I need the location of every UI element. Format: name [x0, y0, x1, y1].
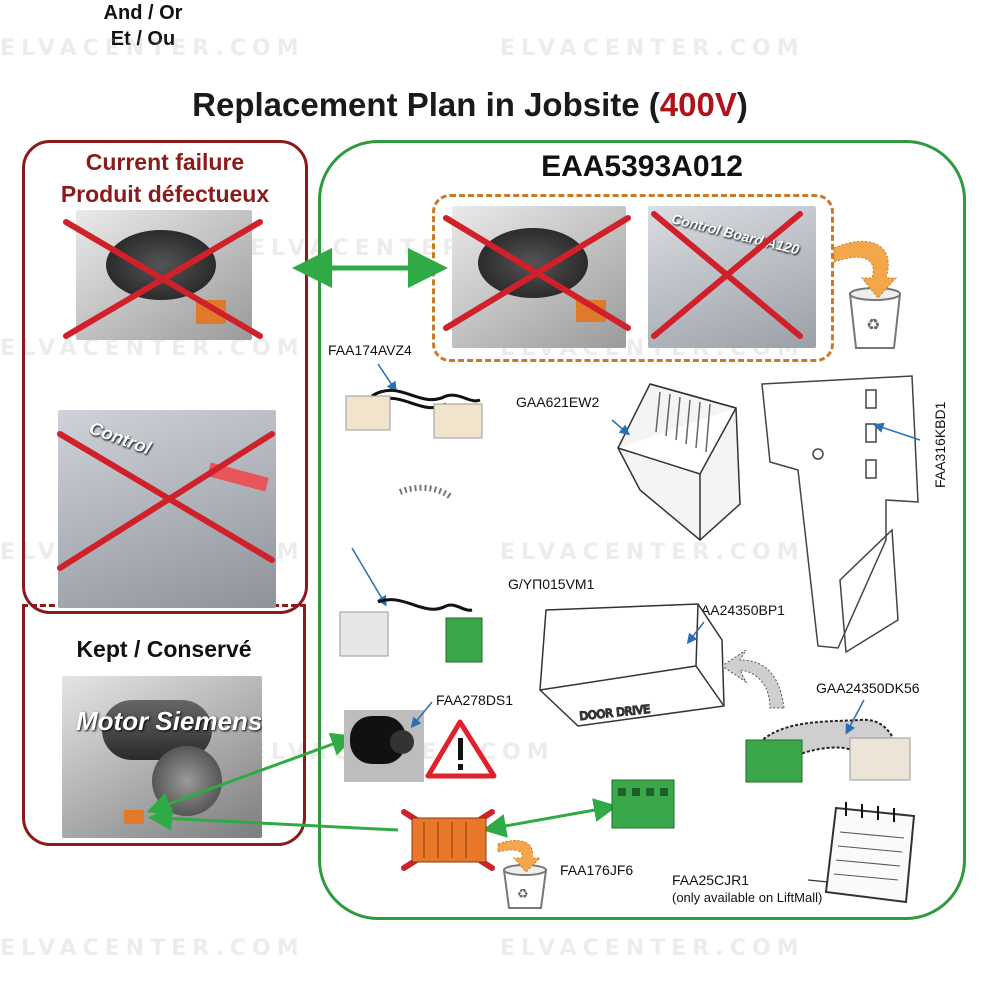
- cross-mark: [57, 211, 803, 871]
- part-label-faa176jf6: FAA176JF6: [560, 862, 634, 878]
- svg-text:♻: ♻: [517, 887, 529, 902]
- liftmall-note: (only available on LiftMall): [672, 890, 823, 905]
- encoder-faa278ds1: [344, 701, 433, 782]
- recycle-bin-icon: ♻: [502, 864, 548, 909]
- cable-connector-bottom: [339, 547, 483, 663]
- failure-title: Current failure Produit défectueux: [22, 146, 308, 210]
- cable-connector-top: [345, 363, 483, 439]
- part-label-gaa24350dk56: GAA24350DK56: [816, 680, 920, 696]
- cable-assembly-gaa24350dk56: [745, 699, 911, 783]
- old-connector-orange: [411, 817, 487, 863]
- part-label-faa174avz4: FAA174AVZ4: [328, 342, 412, 358]
- drive-unit-gaa621ew2: [611, 383, 741, 541]
- voltage-value: 400V: [659, 86, 737, 123]
- failure-panel: [22, 140, 308, 614]
- warning-triangle-icon: [425, 719, 497, 779]
- connector-swap-arrow: [482, 798, 618, 838]
- control-board-photo: Control: [58, 410, 276, 608]
- failure-title-fr: Produit défectueux: [60, 181, 270, 207]
- part-label-faa25cjr1: FAA25CJR1: [672, 872, 750, 888]
- notepad-icon: [807, 802, 916, 904]
- encoder-body: [106, 230, 216, 300]
- connector-faa176jf6: [611, 779, 675, 829]
- motor-to-connector-arrow: [148, 806, 399, 832]
- svg-text:♻: ♻: [866, 315, 880, 334]
- recycle-bin-icon: ♻: [848, 287, 902, 349]
- and-or-fr: Et / Ou: [110, 28, 176, 50]
- curved-arrow-icon: [497, 840, 542, 873]
- part-label-gaa621ew2: GAA621EW2: [516, 394, 600, 410]
- replacement-kit-panel: [318, 140, 966, 920]
- door-drive-gaa24350bp1: DOOR DRIVE: [539, 603, 725, 727]
- connector-orange: [576, 300, 606, 322]
- and-or-label: And / Or Et / Ou: [0, 0, 286, 52]
- bracket-faa316kbd1: [761, 375, 921, 654]
- curved-arrow-icon: [833, 240, 898, 299]
- curved-arrow-icon: [721, 649, 785, 709]
- curved-arrow-icon: [398, 484, 454, 501]
- motor-connector: [124, 810, 144, 824]
- part-label-gaa24350bp1: GAA24350BP1: [690, 602, 785, 618]
- part-label-overlap: G/ΥΠ015VM1: [508, 576, 595, 592]
- kept-title: Kept / Conservé: [76, 636, 252, 662]
- motor-label: Motor Siemens: [76, 706, 262, 736]
- motor-to-encoder-arrow: [146, 732, 356, 816]
- part-label-faa278ds1: FAA278DS1: [436, 692, 514, 708]
- and-or-en: And / Or: [103, 2, 183, 24]
- failure-title-en: Current failure: [85, 149, 245, 175]
- page-title: Replacement Plan in Jobsite (400V): [192, 86, 748, 123]
- encoder-body: [478, 228, 588, 298]
- kit-title: EAA5393A012: [541, 150, 743, 183]
